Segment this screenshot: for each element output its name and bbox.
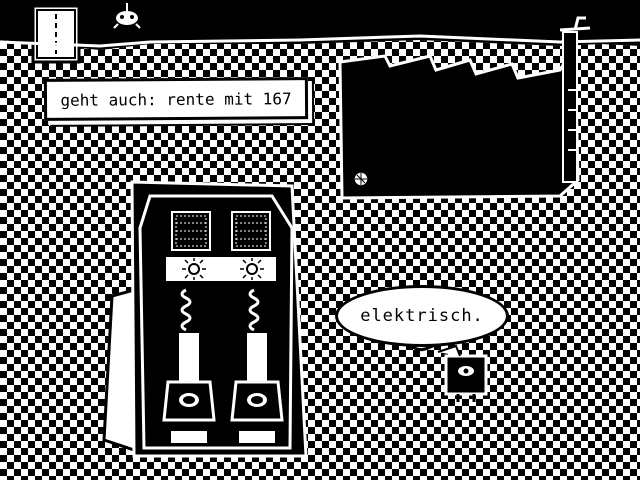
- ball-icon[interactable]: [353, 171, 369, 187]
- spring-right: [248, 288, 260, 332]
- machine-light-right-icon: [240, 258, 264, 280]
- spring-left: [180, 288, 192, 332]
- door-icon[interactable]: [31, 4, 81, 64]
- machine-light-left-icon: [182, 258, 206, 280]
- speech-text: elektrisch.: [360, 306, 484, 326]
- piston-left[interactable]: [162, 331, 216, 445]
- machine-vent-right: [231, 211, 271, 251]
- machine-vent-left: [171, 211, 211, 251]
- caption-text: geht auch: rente mit 167: [60, 88, 292, 110]
- creature-icon[interactable]: [113, 3, 141, 29]
- piston-right[interactable]: [230, 331, 284, 445]
- speech-bubble: elektrisch.: [335, 285, 509, 347]
- electric-machine[interactable]: [102, 180, 308, 458]
- factory-building: [338, 16, 591, 200]
- player-character[interactable]: [437, 344, 488, 402]
- caption-box: geht auch: rente mit 167: [43, 77, 309, 121]
